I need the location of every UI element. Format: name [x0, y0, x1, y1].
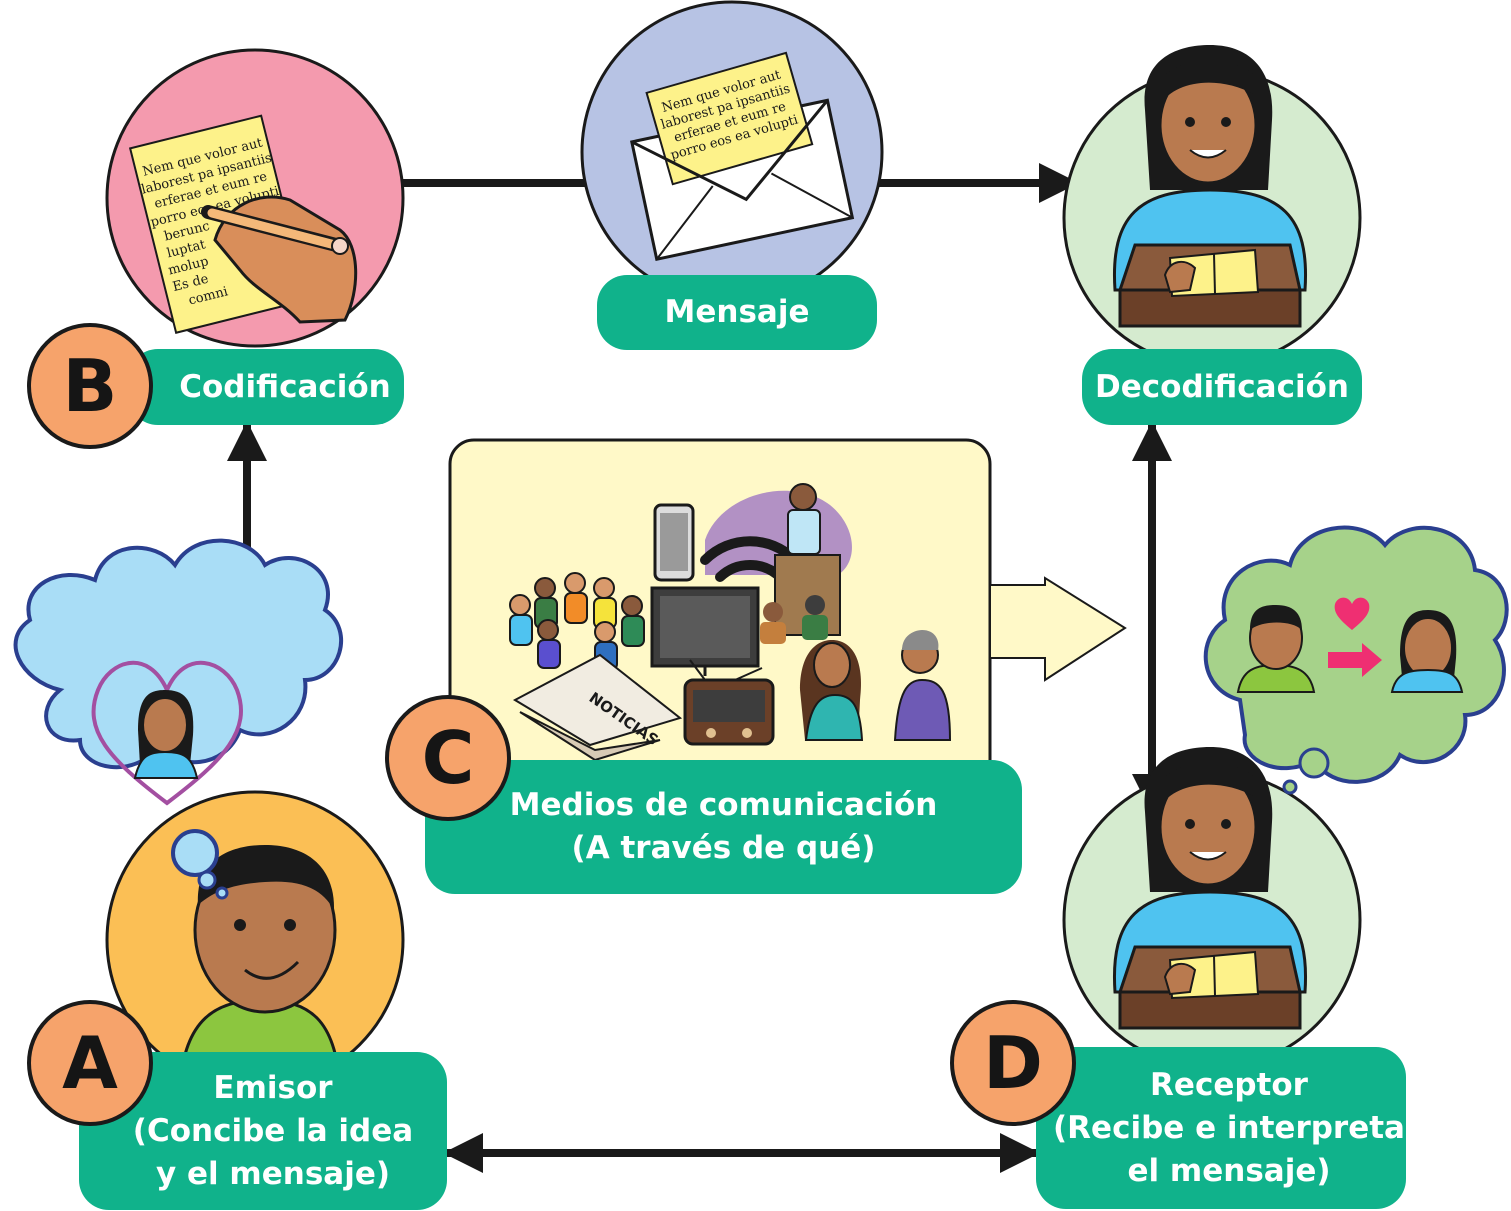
reading-person-icon	[1112, 45, 1308, 328]
mensaje-label: Mensaje	[664, 294, 810, 330]
envelope-icon: Nem que volor aut laborest pa ipsantiis …	[630, 51, 855, 262]
decodificacion-illustration	[1062, 45, 1362, 368]
receptor-label-line1: Receptor	[1150, 1066, 1308, 1103]
box-decodificacion: Decodificación	[1082, 349, 1362, 425]
receptor-illustration	[1062, 747, 1362, 1070]
speaker-podium-icon	[760, 483, 841, 644]
badge-c: C	[385, 695, 511, 821]
man-portrait-icon	[1236, 605, 1316, 693]
badge-d: D	[950, 1000, 1076, 1126]
woman-portrait-icon	[133, 690, 199, 779]
codificacion-label: Codificación	[179, 368, 391, 405]
smartphone-icon	[653, 503, 695, 582]
arrow-right-icon	[1328, 643, 1382, 677]
hollow-arrow-icon	[989, 576, 1127, 682]
box-mensaje: Mensaje	[597, 275, 877, 350]
emisor-thought-cloud	[13, 538, 343, 900]
medios-label-line1: Medios de comunicación	[509, 787, 938, 823]
mensaje-illustration: Nem que volor aut laborest pa ipsantiis …	[580, 0, 884, 304]
radio-icon	[683, 659, 775, 746]
woman-portrait-icon	[1390, 610, 1464, 693]
people-group-icon	[509, 572, 645, 671]
emisor-illustration	[105, 790, 405, 1090]
badge-a: A	[27, 1000, 153, 1126]
emisor-label-line2: (Concibe la idea	[132, 1112, 414, 1149]
receptor-thought-cloud	[1203, 525, 1509, 795]
codificacion-illustration: Nem que volor aut laborest pa ipsantiis …	[105, 48, 405, 348]
emisor-label-line3: y el mensaje)	[155, 1155, 391, 1192]
television-icon	[650, 586, 760, 676]
badge-b: B	[27, 323, 153, 449]
reading-person-icon	[1112, 747, 1308, 1030]
box-medios: Medios de comunicación (A través de qué)	[425, 760, 1022, 894]
sign-language-people-icon	[800, 630, 952, 741]
receptor-label-line2: (Recibe e interpreta	[1053, 1109, 1405, 1146]
heart-icon	[1334, 597, 1370, 630]
writing-hand-icon	[201, 195, 358, 324]
box-codificacion: Codificación	[128, 349, 404, 425]
receptor-label-line3: el mensaje)	[1127, 1152, 1331, 1189]
emisor-label-line1: Emisor	[213, 1069, 333, 1106]
box-receptor: Receptor (Recibe e interpreta el mensaje…	[1036, 1047, 1406, 1209]
decodificacion-label: Decodificación	[1095, 368, 1349, 405]
medios-label-line2: (A través de qué)	[571, 830, 876, 866]
heart-icon	[91, 660, 243, 806]
medios-panel: NOTICIAS	[448, 438, 992, 787]
